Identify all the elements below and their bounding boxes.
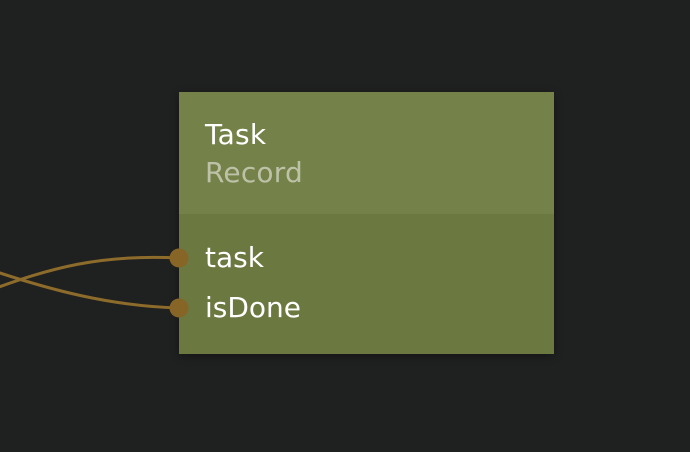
node-subtitle: Record — [205, 156, 303, 189]
node-title: Task — [205, 118, 267, 151]
edge-wire-task[interactable] — [0, 255, 181, 291]
node-field-task[interactable]: task — [179, 233, 554, 283]
port-isdone[interactable] — [169, 298, 189, 318]
node-field-isdone[interactable]: isDone — [179, 283, 554, 333]
edge-wire-isdone[interactable] — [0, 269, 181, 310]
field-label-task: task — [205, 241, 264, 274]
node-body: task isDone — [179, 214, 554, 354]
port-task[interactable] — [169, 248, 189, 268]
node-header[interactable]: Task Record — [179, 92, 554, 214]
node-task[interactable]: Task Record task isDone — [179, 92, 554, 354]
field-label-isdone: isDone — [205, 291, 302, 324]
